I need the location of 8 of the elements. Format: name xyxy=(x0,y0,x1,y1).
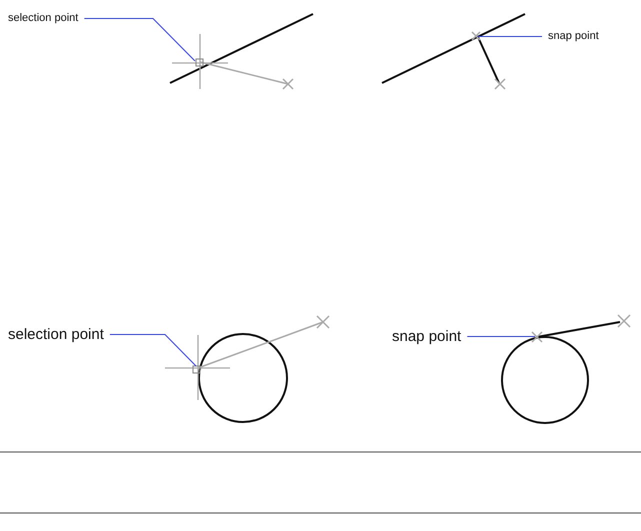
leader-line xyxy=(84,18,196,62)
callout-label: snap point xyxy=(548,31,599,42)
leader-line xyxy=(466,336,536,337)
leader-line xyxy=(478,36,542,37)
callout-label: selection point xyxy=(8,327,104,342)
leader-line xyxy=(109,334,196,366)
callout-label: snap point xyxy=(392,329,462,344)
callout-label: selection point xyxy=(8,13,78,24)
